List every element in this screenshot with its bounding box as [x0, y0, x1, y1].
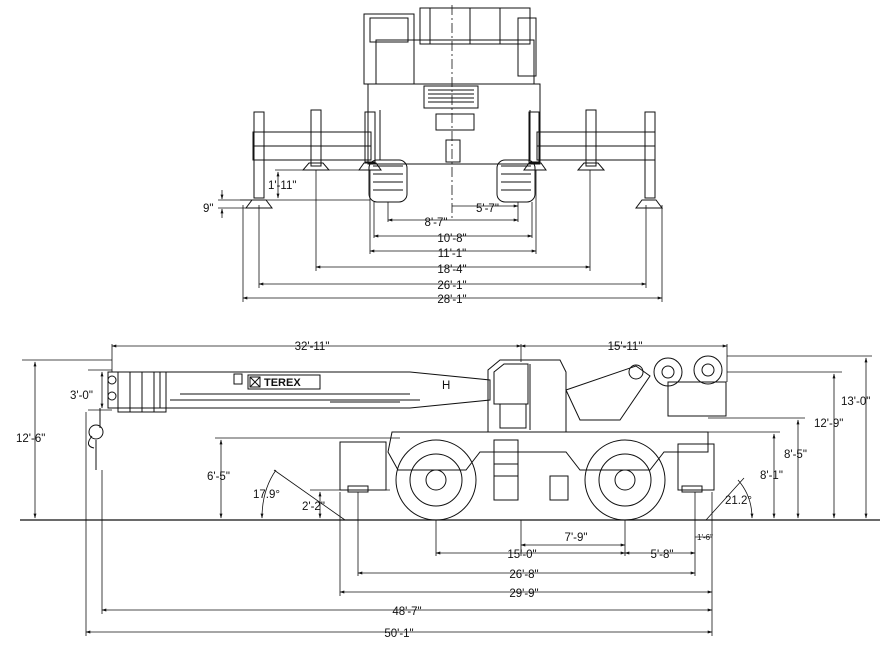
dim-boom-length-front: 32'-11": [295, 341, 330, 353]
terex-logo-text: TEREX: [264, 377, 301, 389]
dim-center-offset: 5'-7": [476, 203, 499, 215]
dim-overall-length-hook: 50'-1": [384, 628, 413, 640]
front-tires: [368, 159, 536, 203]
front-outrigger-beams: [252, 131, 656, 161]
side-dimension-lines: [22, 344, 872, 636]
dim-tire-track: 8'-7": [425, 217, 448, 229]
front-dimension-lines: [218, 169, 663, 302]
dim-overall-height: 12'-6": [16, 433, 45, 445]
dim-carrier-width: 11'-1": [438, 248, 466, 260]
dim-rear-deck-height: 8'-1": [760, 470, 783, 482]
counterweight: [565, 355, 727, 421]
boom: [107, 371, 491, 413]
dim-approach-angle: 17.9°: [253, 489, 280, 501]
dim-center-to-rear: 5'-8": [651, 549, 674, 561]
front-dimension-labels: 1'-11" 9" 5'-7" 8'-7" 10'-8" 11'-1" 18'-…: [203, 180, 499, 306]
dim-tire-outside-width: 10'-8": [437, 233, 466, 245]
cab: [487, 359, 567, 433]
dim-cab-top-height: 13'-0": [841, 396, 870, 408]
dim-outrigger-base-length: 26'-8": [509, 569, 538, 581]
dim-float-height: 9": [203, 203, 213, 215]
dim-departure-angle: 21.2°: [725, 495, 752, 507]
front-upper-structure: [363, 7, 537, 85]
front-outrigger-jacks: [245, 109, 663, 209]
front-view: [245, 5, 663, 220]
dim-outrigger-retracted-span: 18'-4": [437, 264, 466, 276]
boom-marking: H: [442, 380, 450, 392]
dim-overall-beam-width: 28'-1": [437, 294, 466, 306]
side-dimension-labels: 32'-11" 15'-11" 3'-0" 12'-6" 6'-5" 17.9°…: [16, 341, 870, 640]
dim-deck-height: 8'-5": [784, 449, 807, 461]
hook-block: [88, 408, 104, 470]
dim-overall-length-boom: 48'-7": [392, 606, 421, 618]
dim-outrigger-lift: 1'-11": [268, 180, 296, 192]
dim-boom-nose-height: 3'-0": [70, 390, 93, 402]
dim-rear-overhang-top: 15'-11": [608, 341, 643, 353]
side-carrier: [339, 431, 715, 501]
dim-boom-pivot-height: 6'-5": [207, 471, 230, 483]
dim-counterweight-top-height: 12'-9": [814, 418, 843, 430]
boom-logo: [247, 374, 321, 390]
dim-wheelbase: 15'-0": [507, 549, 536, 561]
dim-carrier-length: 29'-9": [509, 588, 538, 600]
dim-axle-to-center: 7'-9": [565, 532, 588, 544]
dim-ground-clearance: 2'-2": [302, 501, 325, 513]
dim-outrigger-rear-offset: 1'-6": [697, 533, 713, 542]
dim-outrigger-extended-span: 26'-1": [437, 280, 466, 292]
front-carrier: [367, 83, 541, 165]
